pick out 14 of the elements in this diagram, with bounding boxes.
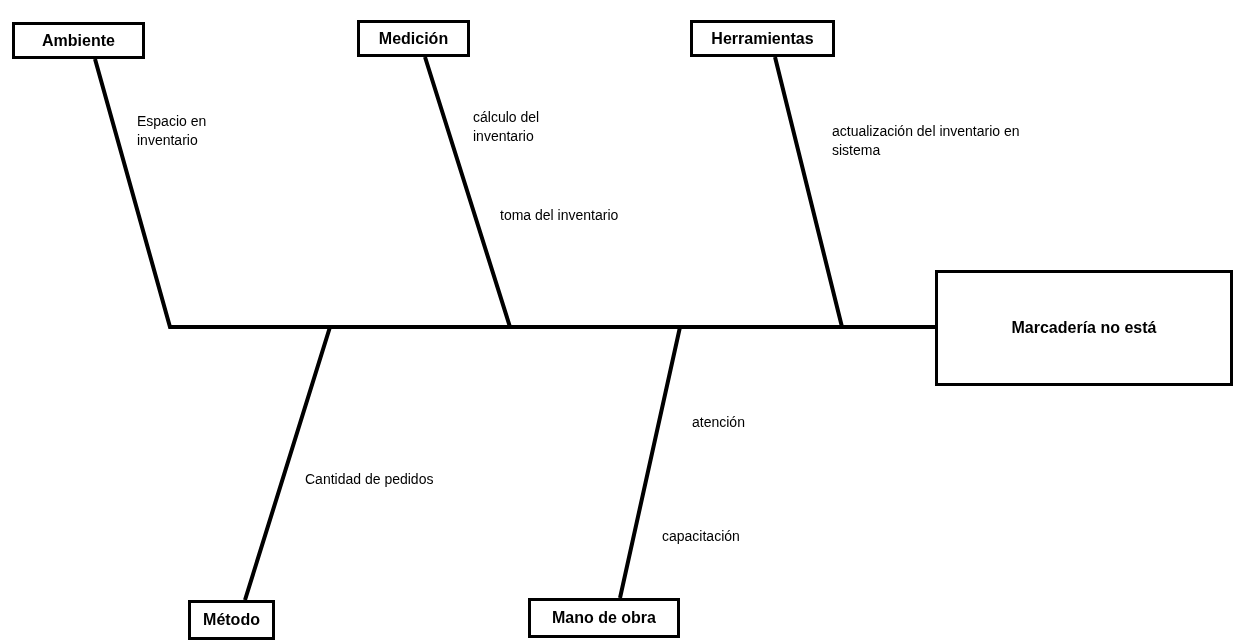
effect-box: Marcadería no está (935, 270, 1233, 386)
category-box: Método (188, 600, 275, 640)
cause-label: atención (692, 413, 745, 432)
cause-label: cálculo del inventario (473, 108, 541, 146)
category-box: Herramientas (690, 20, 835, 57)
category-box: Medición (357, 20, 470, 57)
cause-label: toma del inventario (500, 206, 619, 225)
cause-label: capacitación (662, 527, 740, 546)
cause-label: actualización del inventario en sistema (832, 122, 1021, 160)
cause-label: Espacio en inventario (137, 112, 208, 150)
fishbone-line (618, 325, 935, 599)
cause-label: Cantidad de pedidos (305, 470, 434, 489)
category-box: Mano de obra (528, 598, 680, 638)
category-box: Ambiente (12, 22, 145, 59)
